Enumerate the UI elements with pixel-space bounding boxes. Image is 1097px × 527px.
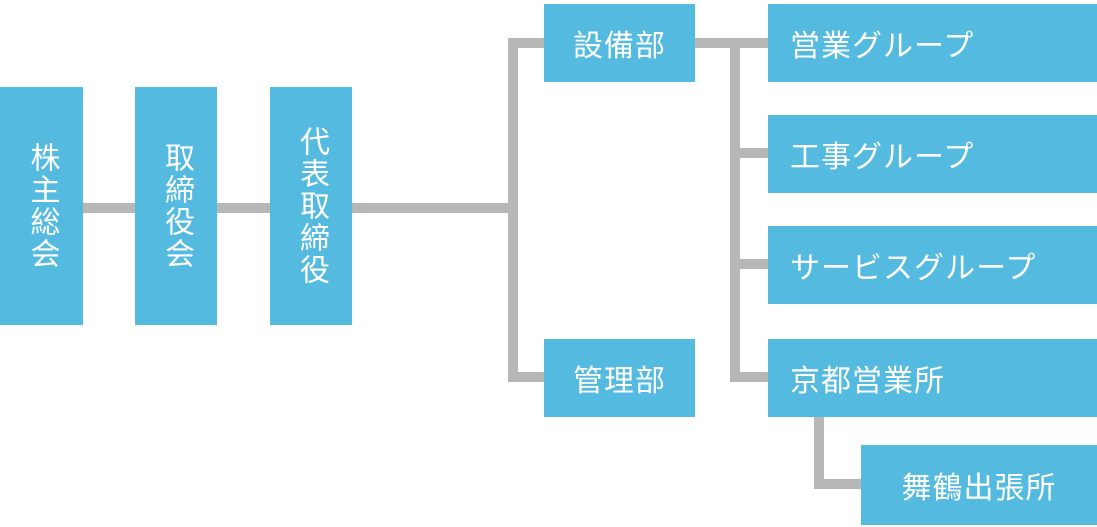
connector-to-management	[508, 372, 544, 382]
board-of-directors-label: 取締役会	[159, 142, 194, 270]
connector-groups-trunk	[730, 38, 740, 382]
connector-board-ceo	[217, 203, 270, 213]
connector-to-equipment	[508, 38, 544, 48]
connector-kyoto-down	[814, 415, 824, 489]
connector-to-construction	[730, 148, 768, 158]
representative-director-box: 代表取締役	[270, 87, 352, 325]
management-dept-box: 管理部	[544, 339, 695, 417]
service-group-label: サービスグループ	[790, 251, 1037, 286]
equipment-dept-label: 設備部	[573, 29, 666, 64]
equipment-dept-box: 設備部	[544, 4, 695, 82]
management-dept-label: 管理部	[573, 364, 666, 399]
connector-to-service	[730, 259, 768, 269]
connector-dept-trunk	[508, 38, 518, 382]
service-group-box: サービスグループ	[768, 226, 1097, 304]
connector-to-kyoto	[730, 372, 768, 382]
sales-group-label: 営業グループ	[790, 29, 975, 64]
maizuru-branch-box: 舞鶴出張所	[861, 445, 1097, 525]
shareholders-meeting-label: 株主総会	[24, 142, 60, 270]
construction-group-label: 工事グループ	[790, 140, 975, 175]
kyoto-office-label: 京都営業所	[790, 364, 945, 399]
connector-ceo-trunk	[352, 203, 516, 213]
board-of-directors-box: 取締役会	[135, 87, 217, 325]
connector-to-maizuru	[814, 479, 861, 489]
shareholders-meeting-box: 株主総会	[0, 87, 83, 325]
construction-group-box: 工事グループ	[768, 115, 1097, 193]
maizuru-branch-label: 舞鶴出張所	[901, 471, 1057, 506]
representative-director-label: 代表取締役	[294, 126, 329, 286]
sales-group-box: 営業グループ	[768, 4, 1097, 82]
connector-shareholders-board	[83, 203, 135, 213]
kyoto-office-box: 京都営業所	[768, 339, 1097, 417]
